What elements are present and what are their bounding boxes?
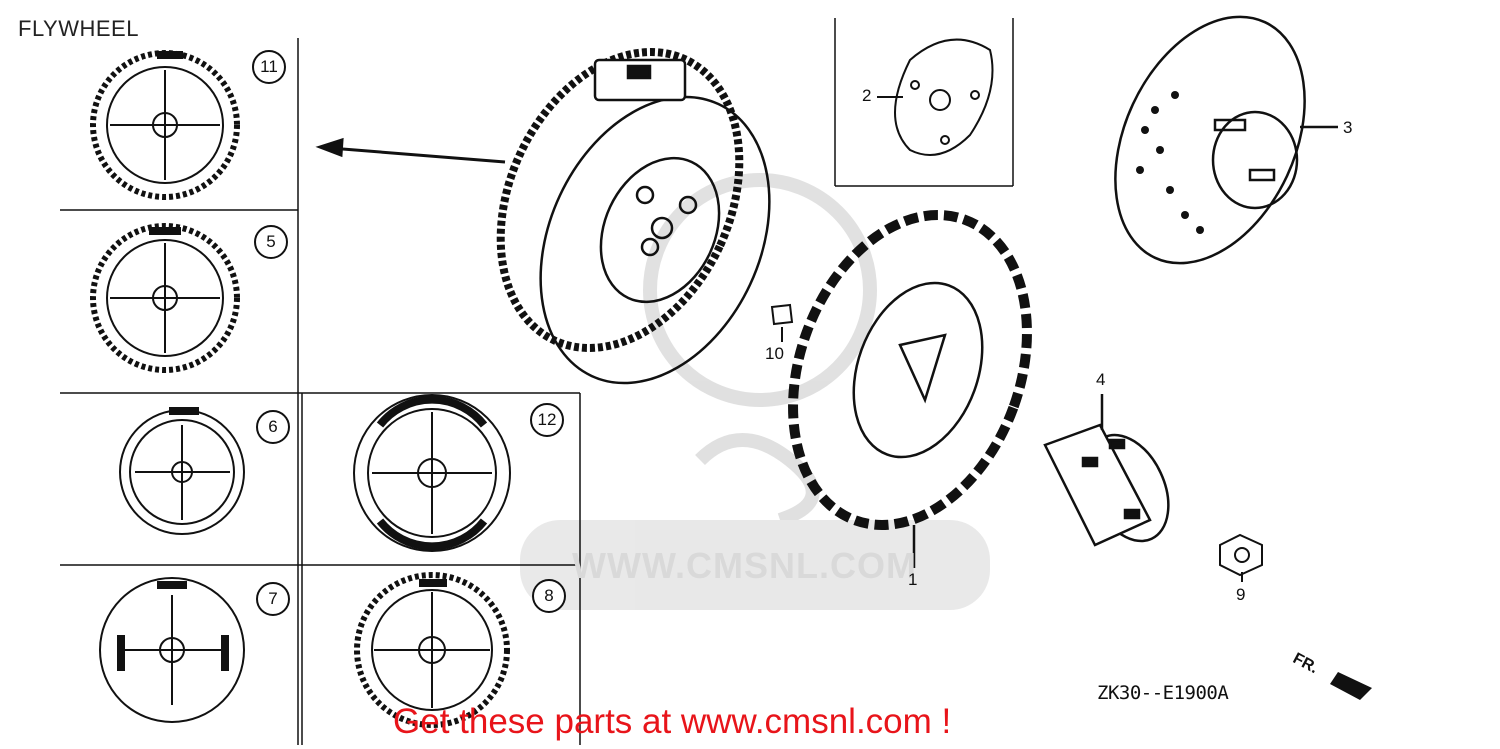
part-2-plate[interactable]	[877, 38, 994, 156]
variant-wheel-5[interactable]	[90, 223, 240, 373]
flywheel-body[interactable]	[455, 13, 814, 420]
diagram-code: ZK30--E1900A	[1097, 682, 1229, 704]
variant-wheel-11[interactable]	[90, 50, 240, 200]
watermark-logo	[520, 173, 990, 610]
variant-label-7: 7	[256, 582, 290, 616]
variant-wheel-8[interactable]	[354, 572, 510, 728]
part-2-plate-box	[834, 18, 1014, 187]
variant-wheel-7[interactable]	[99, 577, 245, 723]
callout-part-2: 2	[862, 86, 872, 105]
variant-label-11: 11	[252, 50, 286, 84]
part-9-nut[interactable]	[1219, 533, 1263, 582]
callout-part-9: 9	[1236, 585, 1246, 604]
part-3-cup[interactable]	[1078, 0, 1342, 294]
variant-label-12: 12	[530, 403, 564, 437]
footer-parts-link[interactable]: Get these parts at www.cmsnl.com !	[393, 702, 952, 741]
variant-grid	[60, 38, 581, 745]
callout-part-3: 3	[1343, 118, 1353, 137]
variant-wheel-6[interactable]	[119, 407, 245, 535]
part-1-fan[interactable]	[752, 182, 1068, 568]
fr-arrow-icon	[1330, 672, 1372, 700]
callout-part-1: 1	[908, 570, 918, 589]
callout-part-10: 10	[765, 344, 784, 363]
direction-arrow	[315, 137, 506, 164]
variant-label-8: 8	[532, 579, 566, 613]
variant-label-5: 5	[254, 225, 288, 259]
variant-label-6: 6	[256, 410, 290, 444]
callout-part-4: 4	[1096, 370, 1106, 389]
page-title: FLYWHEEL	[18, 16, 139, 41]
part-4-pulley[interactable]	[1043, 394, 1184, 554]
part-10-key[interactable]	[770, 303, 794, 342]
variant-wheel-12[interactable]	[353, 394, 511, 552]
watermark-url: WWW.CMSNL.COM	[572, 545, 917, 586]
